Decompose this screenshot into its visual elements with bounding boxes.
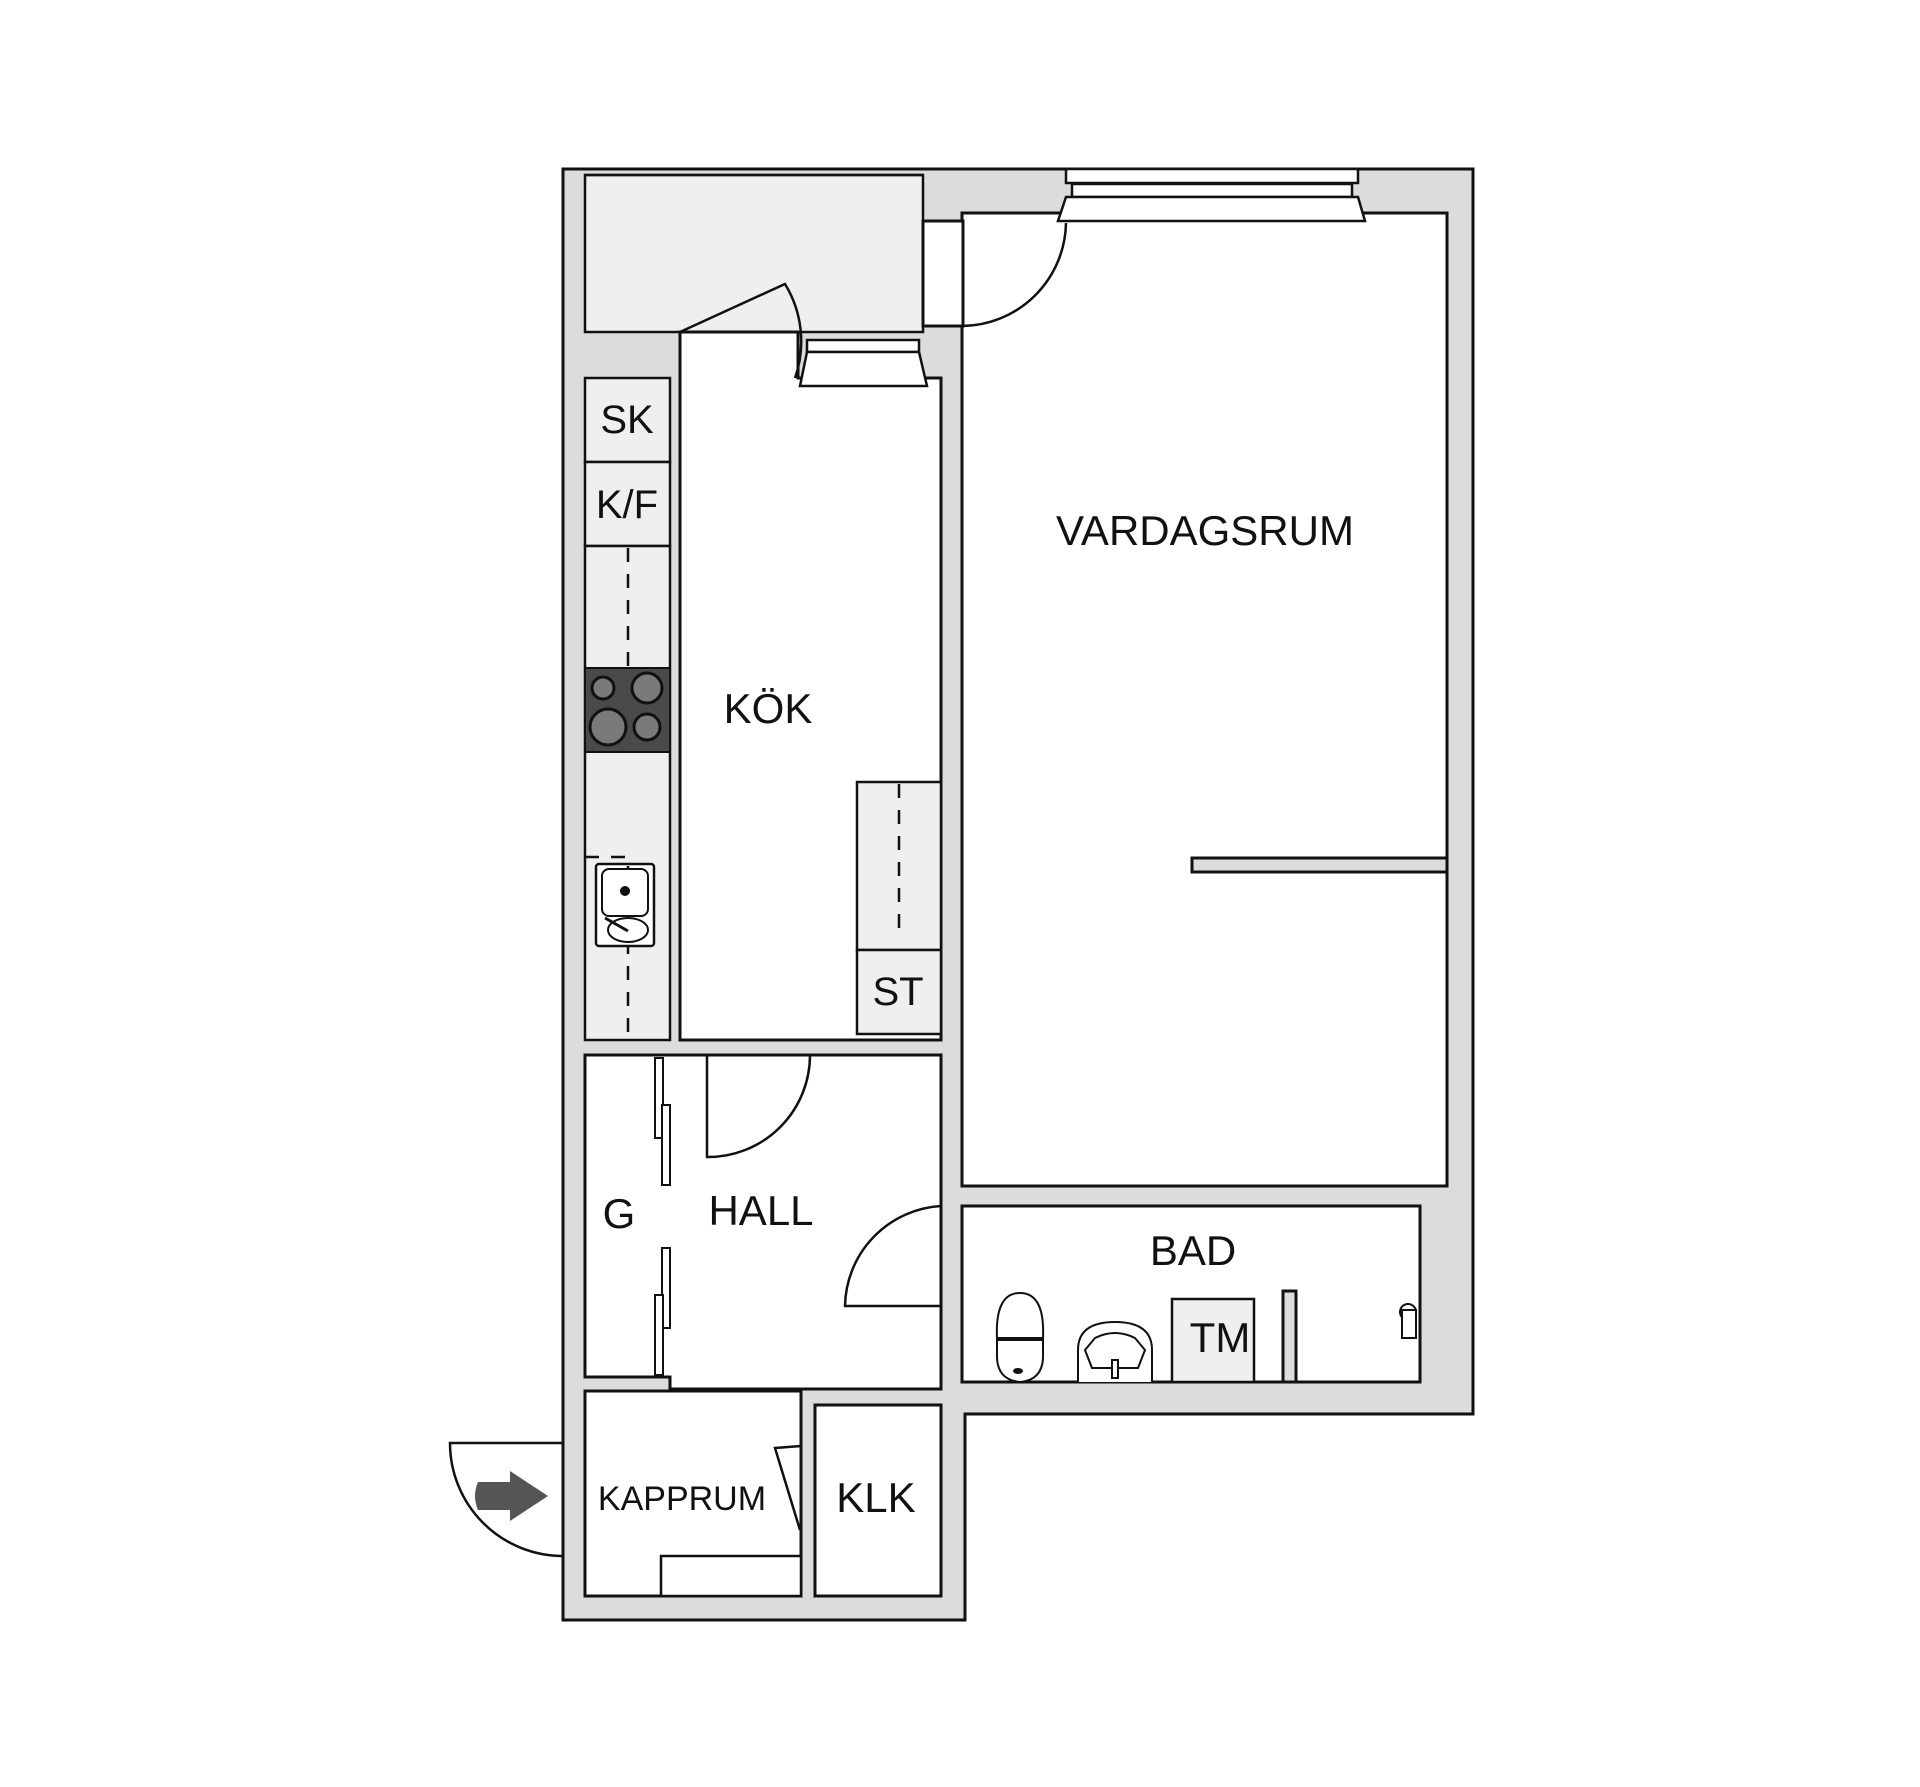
label-kapprum: KAPPRUM	[598, 1480, 766, 1518]
shelf	[659, 1554, 803, 1598]
label-garderob: G	[603, 1190, 636, 1237]
entry-arrow-icon	[475, 1471, 548, 1521]
label-kf: K/F	[596, 483, 658, 527]
wardrobe-door	[661, 1104, 671, 1186]
room-vardagsrum	[960, 211, 1449, 1188]
washbasin-icon	[1077, 1320, 1153, 1382]
fixture-sk	[583, 376, 672, 464]
label-tm: TM	[1190, 1314, 1251, 1361]
door-balcony-kitchen	[679, 282, 803, 379]
door-kitchen-hall	[705, 1054, 812, 1159]
balcony	[583, 173, 925, 334]
label-st: ST	[872, 970, 923, 1014]
door-balcony-living	[961, 222, 1068, 328]
label-klk: KLK	[836, 1474, 915, 1521]
shower-faucet-icon	[1399, 1303, 1417, 1339]
shower-wall	[1281, 1289, 1298, 1384]
fixture-kf	[583, 460, 672, 548]
fixture-st	[855, 948, 943, 1036]
label-vardagsrum: VARDAGSRUM	[1056, 507, 1354, 554]
door-klk	[773, 1444, 802, 1531]
label-bad: BAD	[1150, 1227, 1236, 1274]
door-bad	[843, 1204, 942, 1308]
door-entry	[448, 1441, 564, 1558]
label-kok: KÖK	[724, 685, 813, 732]
fixture-tm	[1170, 1297, 1256, 1384]
toilet-icon	[995, 1291, 1045, 1384]
counter-left	[583, 544, 672, 1042]
label-hall: HALL	[708, 1187, 813, 1234]
room-klk	[813, 1403, 943, 1598]
window-living	[1064, 167, 1360, 185]
window-kitchen	[805, 338, 921, 354]
label-sk: SK	[600, 398, 654, 442]
partition-wall	[1190, 856, 1449, 874]
